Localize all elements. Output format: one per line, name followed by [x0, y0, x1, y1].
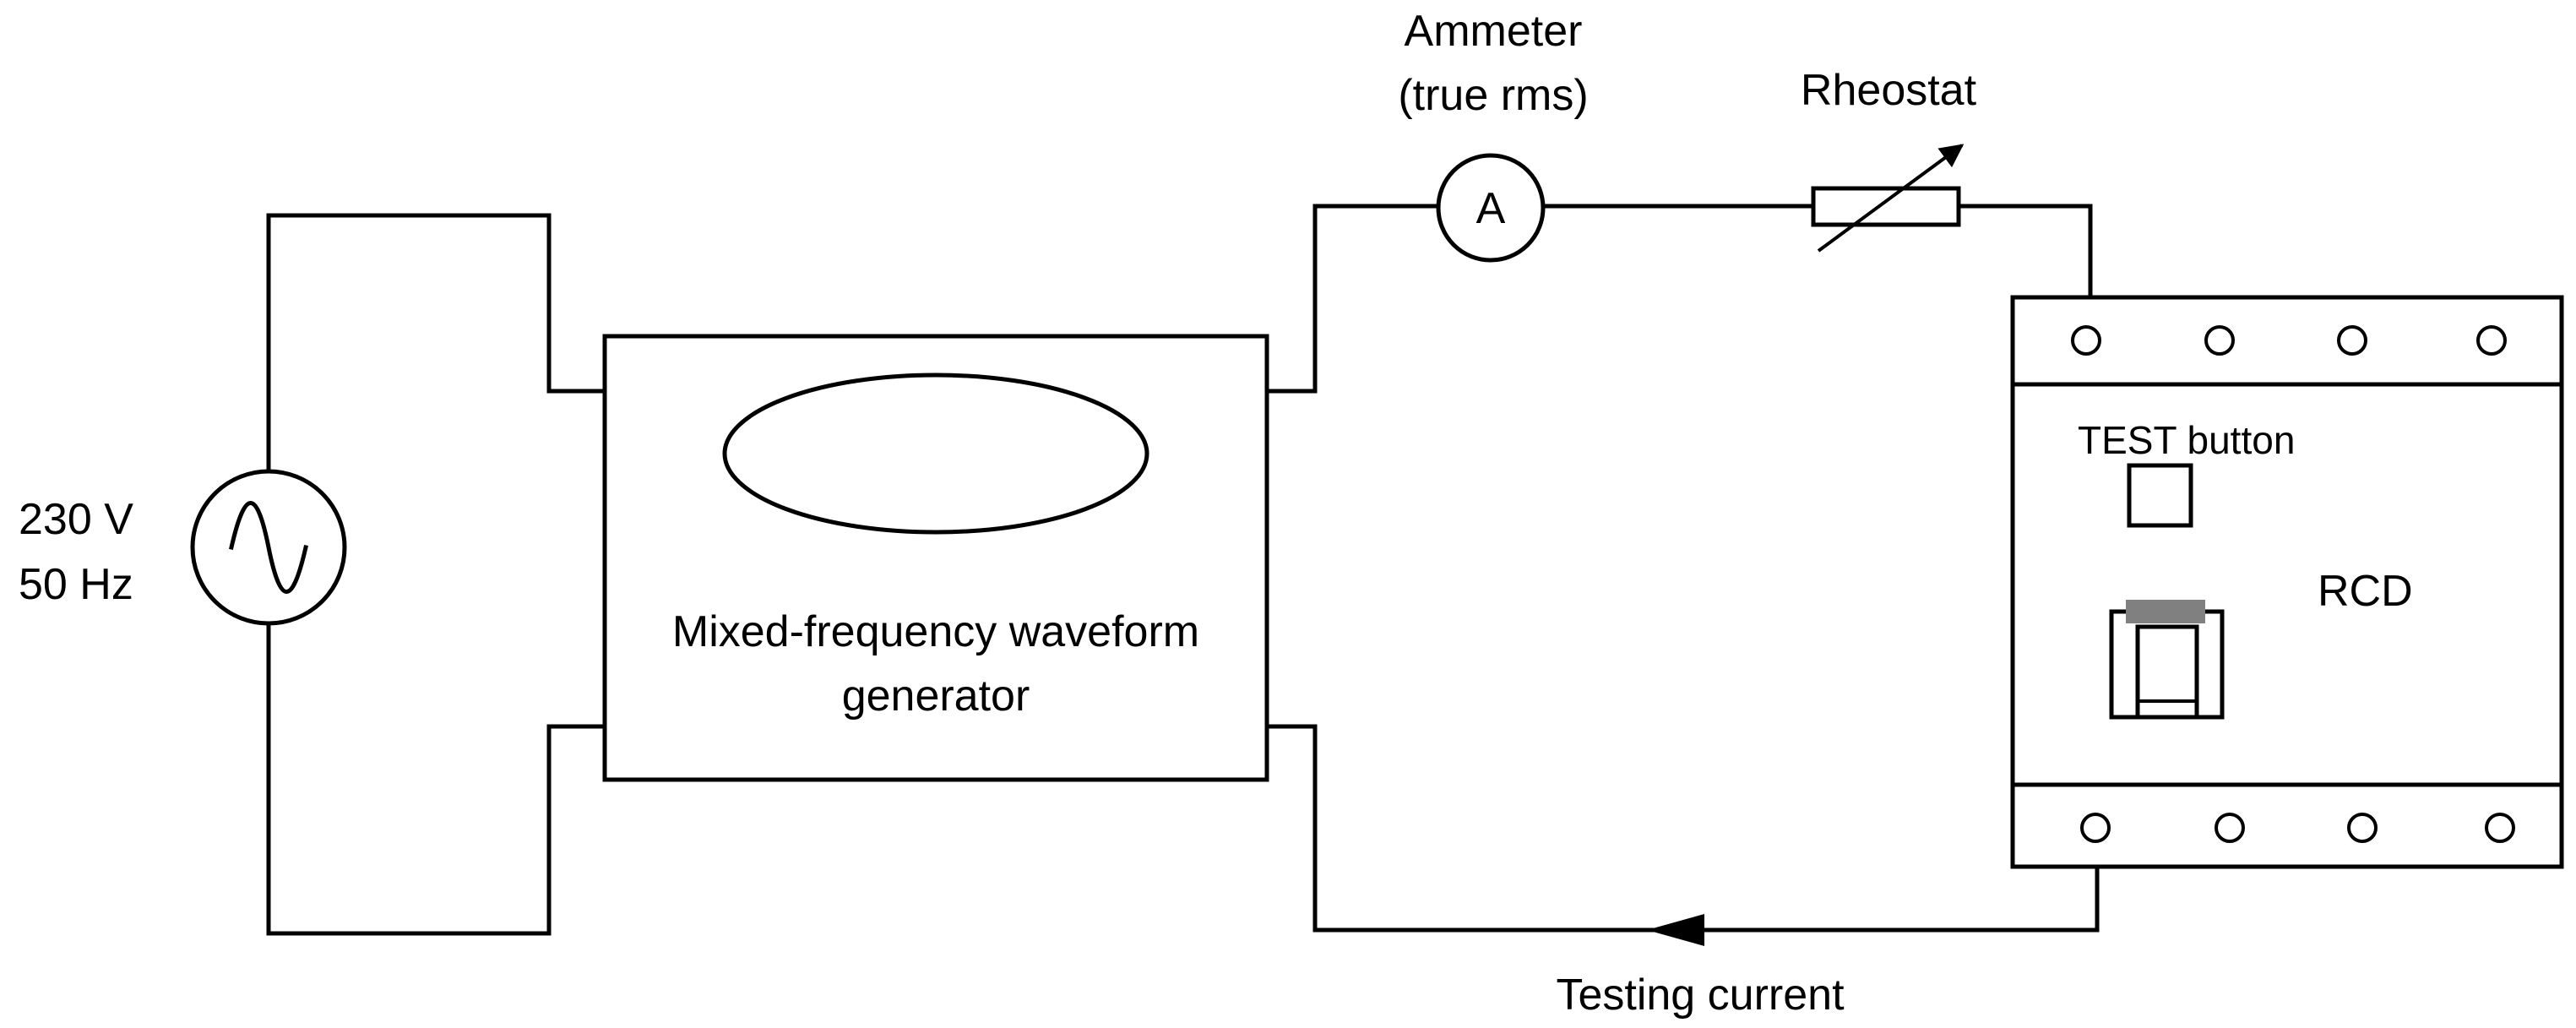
rcd-bottom-terminal-4 — [2485, 813, 2515, 843]
rheostat-variable-arrow — [1817, 144, 1965, 253]
sine-wave-icon — [229, 501, 308, 594]
rcd-top-terminal-1 — [2071, 325, 2101, 356]
rcd-lever-handle — [2126, 600, 2205, 623]
rcd-bottom-terminal-2 — [2215, 813, 2245, 843]
source-frequency-label: 50 Hz — [19, 560, 133, 609]
source-wiring — [266, 213, 606, 936]
rcd-bottom-terminal-3 — [2347, 813, 2378, 843]
generator-label-line2: generator — [842, 672, 1030, 721]
rcd-housing — [2010, 295, 2564, 869]
source-voltage-label: 230 V — [19, 495, 133, 544]
rheostat-body — [1811, 186, 1961, 227]
current-direction-arrow — [1647, 914, 1704, 946]
rheostat-to-rcd-wire — [1956, 204, 2093, 300]
rcd-bottom-terminal-1 — [2080, 813, 2111, 843]
waveform-generator — [602, 334, 1269, 782]
source-top-wire — [266, 213, 606, 476]
rcd-test-button — [2127, 463, 2193, 528]
source-bottom-wire — [266, 623, 606, 936]
return-wire — [1264, 724, 2100, 933]
generator-label-line1: Mixed-frequency waveform — [672, 607, 1199, 656]
ammeter-label-line2: (true rms) — [1398, 71, 1588, 120]
ammeter: A — [1436, 153, 1546, 263]
testing-current-label: Testing current — [1556, 971, 1845, 1020]
generator-display — [722, 373, 1149, 535]
rcd-label: RCD — [2318, 567, 2413, 616]
ammeter-label-line1: Ammeter — [1405, 7, 1583, 56]
rcd-device — [2010, 295, 2564, 869]
rcd-top-terminal-4 — [2476, 325, 2507, 356]
rcd-top-terminal-2 — [2204, 325, 2235, 356]
rheostat — [1811, 144, 1965, 253]
output-top-wire — [1264, 204, 1441, 394]
rcd-lever-slot — [2135, 624, 2199, 720]
rcd-top-terminal-3 — [2337, 325, 2367, 356]
rcd-test-button-label: TEST button — [2078, 418, 2295, 462]
ac-voltage-source — [190, 469, 347, 626]
ammeter-circle — [1436, 153, 1546, 263]
ammeter-symbol: A — [1476, 184, 1506, 233]
rheostat-label: Rheostat — [1801, 66, 1977, 115]
rcd-toggle-lever — [2109, 600, 2225, 720]
